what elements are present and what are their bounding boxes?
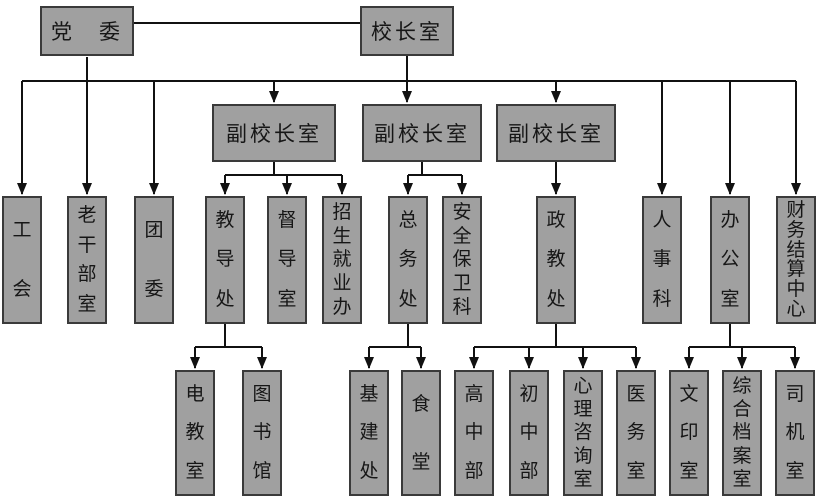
- node-av-classroom: 电教室: [175, 370, 215, 496]
- node-medical-room: 医务室: [616, 370, 656, 496]
- node-library: 图书馆: [242, 370, 282, 496]
- node-labor-union: 工会: [2, 196, 42, 324]
- node-archives-room: 综合档案室: [722, 370, 762, 496]
- node-supervision-office: 督导室: [267, 196, 307, 324]
- node-vice-principal-office-2: 副校长室: [362, 104, 482, 162]
- node-finance-settlement-center: 财务结算中心: [776, 196, 816, 324]
- node-principal-office: 校长室: [360, 6, 454, 56]
- node-personnel-section: 人事科: [642, 196, 682, 324]
- node-print-room: 文印室: [669, 370, 709, 496]
- node-psychological-counseling-room: 心理咨询室: [563, 370, 603, 496]
- node-infrastructure-office: 基建处: [349, 370, 389, 496]
- node-party-committee: 党 委: [40, 6, 134, 56]
- node-admissions-employment-office: 招生就业办: [322, 196, 362, 324]
- node-senior-high-division: 高中部: [454, 370, 494, 496]
- node-vice-principal-office-1: 副校长室: [212, 104, 336, 162]
- node-youth-league-committee: 团委: [134, 196, 174, 324]
- node-driver-room: 司机室: [775, 370, 815, 496]
- node-veteran-cadre-office: 老干部室: [67, 196, 107, 324]
- node-canteen: 食堂: [401, 370, 441, 496]
- node-teaching-affairs-office: 教导处: [205, 196, 245, 324]
- node-general-office: 办公室: [710, 196, 750, 324]
- node-vice-principal-office-3: 副校长室: [496, 104, 616, 162]
- node-junior-high-division: 初中部: [509, 370, 549, 496]
- node-political-education-office: 政教处: [536, 196, 576, 324]
- node-general-affairs-office: 总务处: [388, 196, 428, 324]
- node-security-section: 安全保卫科: [442, 196, 482, 324]
